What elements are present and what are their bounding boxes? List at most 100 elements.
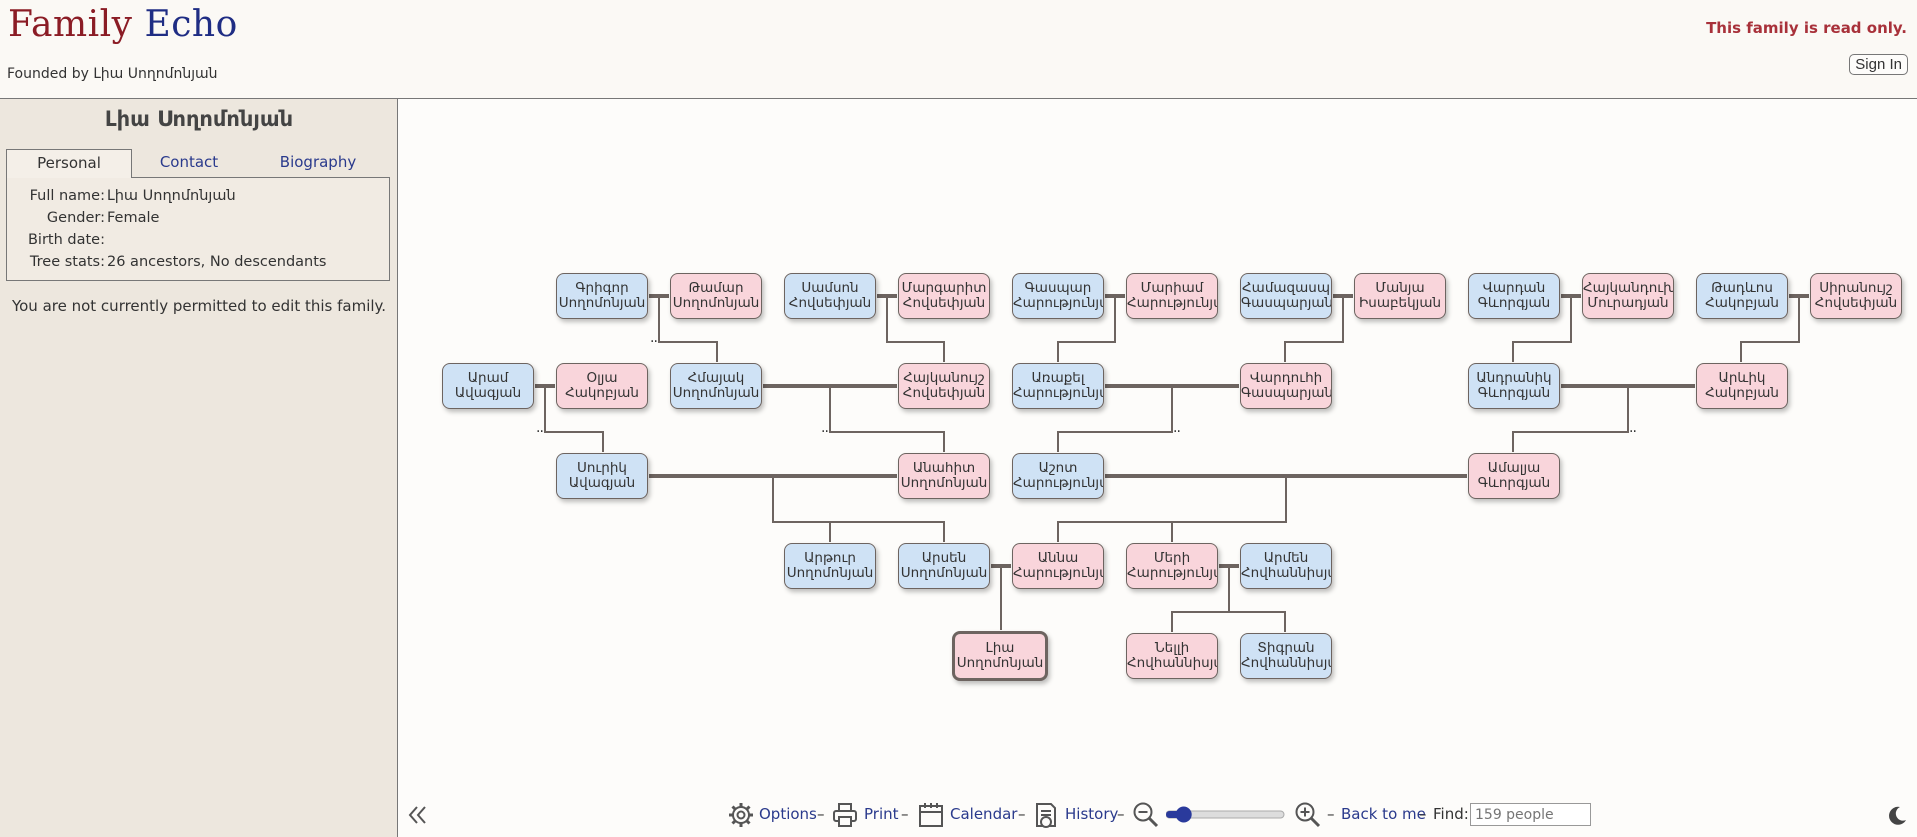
field-label: Birth date: bbox=[27, 232, 105, 248]
find-input[interactable] bbox=[1470, 803, 1591, 826]
field-label: Full name: bbox=[29, 188, 105, 204]
first-name: Սամսոն bbox=[801, 280, 859, 296]
last-name: Մուրադյան bbox=[1587, 295, 1669, 311]
more-ancestors-indicator[interactable]: .. bbox=[821, 420, 829, 436]
last-name: Սողոմոնյան bbox=[900, 475, 988, 491]
founded-by-text: Founded by Լիա Սողոմոնյան bbox=[7, 66, 218, 82]
separator: – bbox=[817, 805, 825, 823]
first-name: Ամալյա bbox=[1487, 460, 1541, 476]
person-box[interactable]: ՆելլիՀովհաննիսյան bbox=[1126, 633, 1218, 679]
options-link[interactable]: Options bbox=[759, 805, 817, 823]
field-tree-stats: Tree stats:26 ancestors, No descendants bbox=[7, 254, 391, 274]
first-name: Հմայակ bbox=[687, 370, 745, 386]
gear-icon[interactable] bbox=[727, 801, 755, 829]
person-name-heading: Լիա Սողոմոնյան bbox=[104, 107, 294, 131]
field-value: Լիա Սողոմոնյան bbox=[107, 188, 236, 204]
first-name: Գասպար bbox=[1024, 280, 1092, 296]
person-box[interactable]: ՄարիամՀարությունյան bbox=[1126, 273, 1218, 319]
person-box[interactable]: ԱշոտՀարությունյան bbox=[1012, 453, 1104, 499]
person-box[interactable]: ԱռաքելՀարությունյան bbox=[1012, 363, 1104, 409]
personal-details-panel: Full name:Լիա Սողոմոնյան Gender:Female B… bbox=[6, 177, 390, 281]
field-gender: Gender:Female bbox=[7, 210, 391, 230]
first-name: Աննա bbox=[1037, 550, 1079, 566]
zoom-in-icon[interactable] bbox=[1294, 801, 1322, 829]
first-name: Անդրանիկ bbox=[1476, 370, 1552, 386]
zoom-slider[interactable] bbox=[1166, 804, 1286, 826]
tree-connector-lines bbox=[535, 294, 1809, 632]
first-name: Արսեն bbox=[921, 550, 967, 566]
print-link[interactable]: Print bbox=[864, 805, 899, 823]
more-ancestors-indicator[interactable]: .. bbox=[1629, 420, 1637, 436]
calendar-link[interactable]: Calendar bbox=[950, 805, 1018, 823]
printer-icon[interactable] bbox=[831, 801, 859, 829]
last-name: Հովհաննիսյան bbox=[1241, 565, 1331, 581]
last-name: Իսաբեկյան bbox=[1358, 295, 1442, 311]
first-name: Առաքել bbox=[1031, 370, 1085, 386]
last-name: Հարությունյան bbox=[1127, 565, 1217, 581]
last-name: Սողոմոնյան bbox=[786, 565, 874, 581]
first-name: Հայկանդուխտ bbox=[1583, 280, 1673, 296]
zoom-out-icon[interactable] bbox=[1132, 801, 1160, 829]
more-ancestors-indicator[interactable]: .. bbox=[1173, 420, 1181, 436]
history-link[interactable]: History bbox=[1065, 805, 1119, 823]
person-box[interactable]: ՀայկանդուխտՄուրադյան bbox=[1582, 273, 1674, 319]
separator: – bbox=[1327, 805, 1335, 823]
person-box[interactable]: ՏիգրանՀովհաննիսյան bbox=[1240, 633, 1332, 679]
last-name: Հարությունյան bbox=[1013, 385, 1103, 401]
person-box[interactable]: ԱննաՀարությունյան bbox=[1012, 543, 1104, 589]
first-name: Նելլի bbox=[1154, 640, 1190, 656]
last-name: Գևորգյան bbox=[1477, 475, 1551, 491]
first-name: Արմեն bbox=[1263, 550, 1309, 566]
dark-mode-moon-icon[interactable] bbox=[1886, 805, 1908, 827]
back-to-me-link[interactable]: Back to me bbox=[1341, 805, 1426, 823]
last-name: Հարությունյան bbox=[1127, 295, 1217, 311]
person-box[interactable]: ԳասպարՀարությունյան bbox=[1012, 273, 1104, 319]
more-ancestors-indicator[interactable]: .. bbox=[650, 330, 658, 346]
field-label: Tree stats: bbox=[29, 254, 105, 270]
collapse-sidebar-icon[interactable] bbox=[407, 804, 429, 826]
field-value: 26 ancestors, No descendants bbox=[107, 254, 327, 270]
last-name: Գասպարյան bbox=[1241, 295, 1332, 311]
field-value: Female bbox=[107, 210, 160, 226]
more-ancestors-indicator[interactable]: .. bbox=[536, 420, 544, 436]
first-name: Թադևոս bbox=[1711, 280, 1773, 296]
separator: – bbox=[1018, 805, 1026, 823]
history-icon[interactable] bbox=[1033, 801, 1061, 829]
first-name: Արամ bbox=[467, 370, 509, 386]
sign-in-button[interactable]: Sign In bbox=[1849, 54, 1908, 75]
tab-personal[interactable]: Personal bbox=[6, 149, 132, 178]
first-name: Տիգրան bbox=[1257, 640, 1315, 656]
tab-contact[interactable]: Contact bbox=[159, 153, 219, 171]
person-box[interactable]: ԱրմենՀովհաննիսյան bbox=[1240, 543, 1332, 589]
sidebar: Լիա Սողոմոնյան Personal Contact Biograph… bbox=[0, 99, 398, 837]
last-name: Սողոմոնյան bbox=[956, 655, 1044, 671]
tab-biography[interactable]: Biography bbox=[279, 153, 357, 171]
family-echo-logo[interactable]: Family Echo bbox=[8, 4, 238, 45]
person-box[interactable]: ՄերիՀարությունյան bbox=[1126, 543, 1218, 589]
last-name: Հովսեփյան bbox=[1814, 295, 1898, 311]
calendar-icon[interactable] bbox=[917, 801, 945, 829]
